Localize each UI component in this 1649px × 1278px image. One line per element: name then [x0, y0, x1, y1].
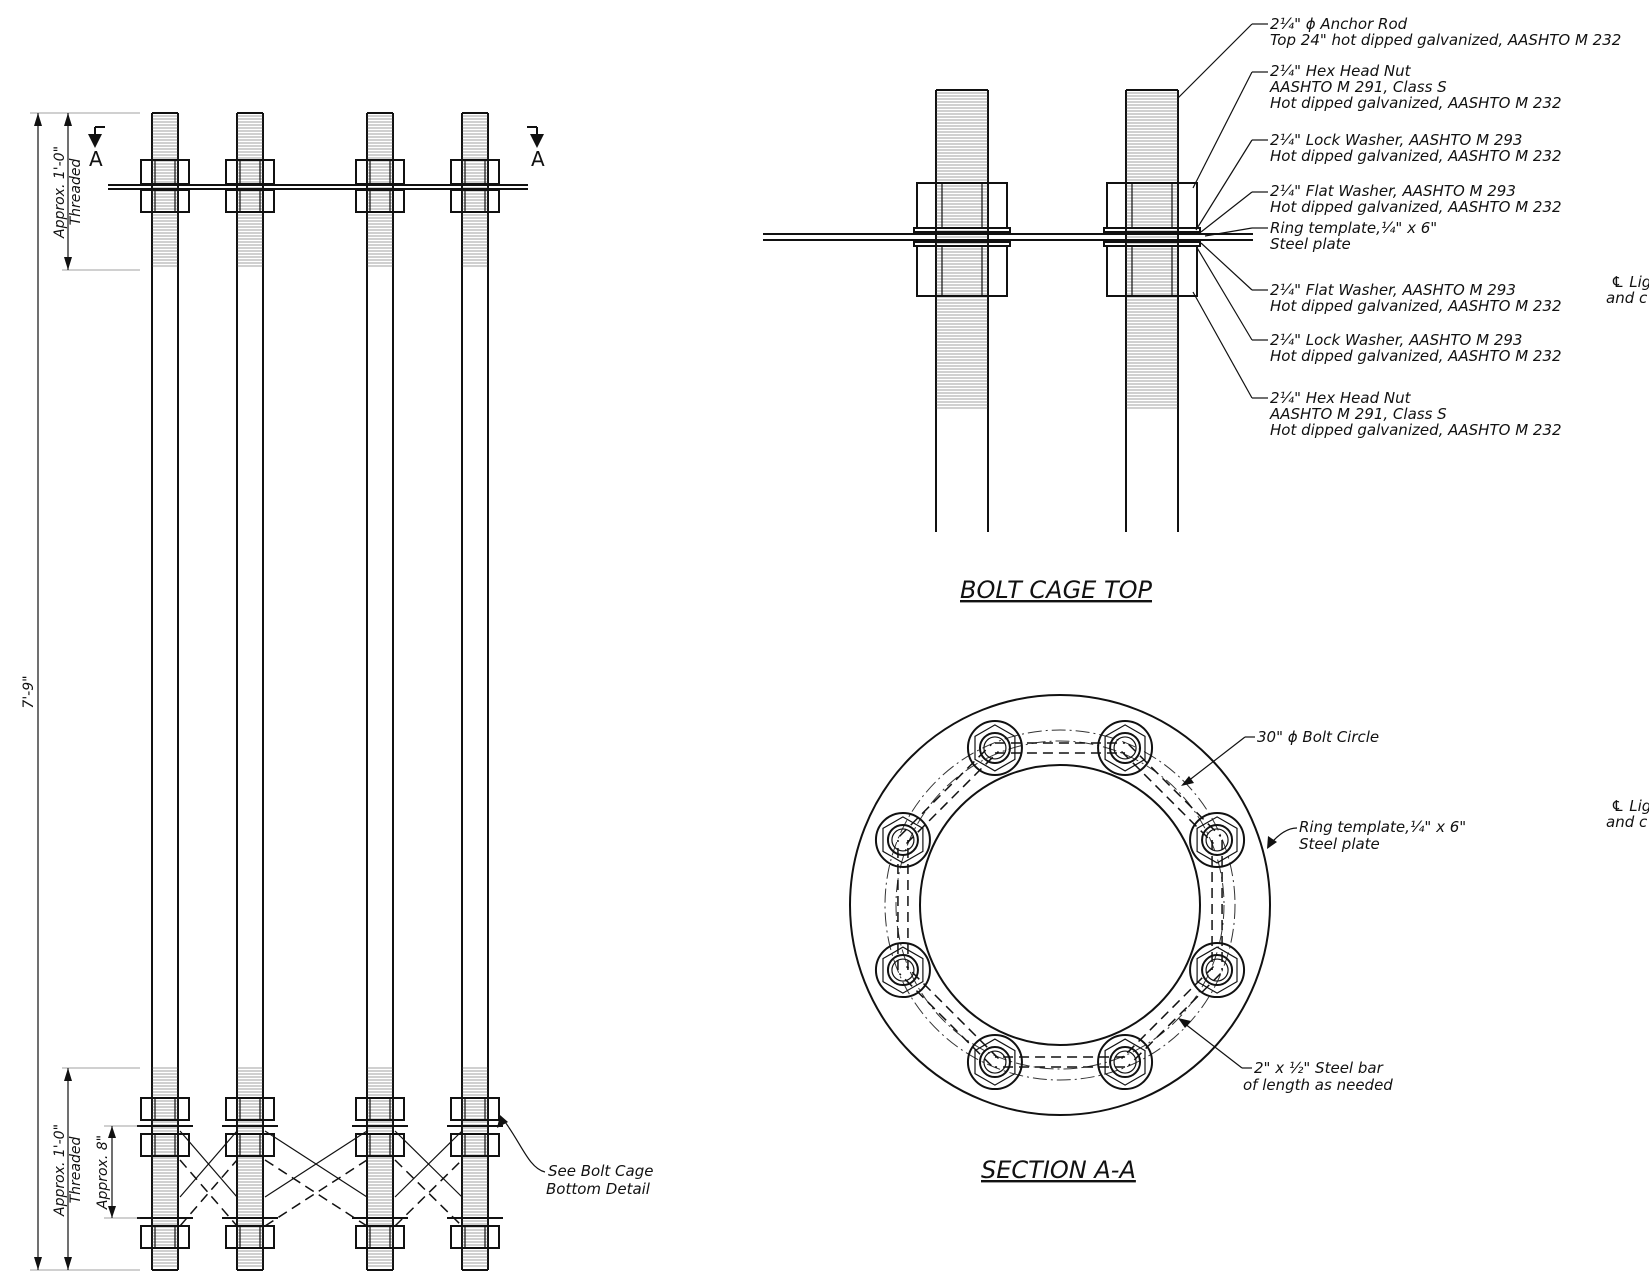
section-leaders	[1178, 736, 1298, 1069]
hex-nut	[355, 1133, 405, 1157]
steel-bar	[1120, 750, 1215, 845]
anchor-rod-1	[137, 112, 193, 1271]
svg-text:Hot dipped galvanized, AASHTO: Hot dipped galvanized, AASHTO M 232	[1270, 94, 1562, 112]
callout-steel-bar: 2" x ½" Steel bar	[1254, 1059, 1384, 1077]
overall-height-label: 7'-9"	[21, 675, 37, 708]
svg-text:Hot dipped galvanized, AASHTO: Hot dipped galvanized, AASHTO M 232	[1270, 297, 1562, 315]
callout-anchor-rod: 2¼" ϕ Anchor Rod	[1270, 15, 1408, 33]
section-bolt-5	[1097, 1034, 1154, 1091]
callout-ring-template-section: Ring template,¼" x 6"	[1299, 818, 1466, 836]
top-threaded-line-1: Approx. 1'-0"	[52, 146, 68, 239]
callout-hex-nut-top: 2¼" Hex Head Nut	[1270, 62, 1412, 80]
callout-bolt-circle: 30" ϕ Bolt Circle	[1257, 728, 1379, 746]
svg-text:Bottom Detail: Bottom Detail	[546, 1180, 651, 1198]
hex-nut	[225, 1097, 275, 1121]
bottom-spacing-label: Approx. 8"	[95, 1135, 111, 1210]
anchor-rod-3	[352, 112, 408, 1271]
hex-nut	[355, 159, 405, 185]
callout-hex-nut-bottom: 2¼" Hex Head Nut	[1270, 389, 1412, 407]
hex-nut	[225, 159, 275, 185]
svg-text:and c: and c	[1606, 289, 1648, 307]
hex-nut	[450, 1097, 500, 1121]
hex-nut	[140, 1097, 190, 1121]
top-threaded-dimension: Approx. 1'-0" Threaded	[52, 113, 140, 271]
bottom-threaded-line-2: Threaded	[68, 1137, 84, 1204]
hex-nut	[225, 1133, 275, 1157]
top-detail-leaders	[1177, 23, 1268, 399]
edge-note-2-line-1: ℄ Lig	[1611, 797, 1649, 815]
detail-hex-nut	[916, 245, 1008, 297]
bottom-threaded-line-1: Approx. 1'-0"	[52, 1124, 68, 1217]
detail-hex-nut	[1106, 182, 1198, 229]
svg-text:Hot dipped galvanized, AASHTO: Hot dipped galvanized, AASHTO M 232	[1270, 347, 1562, 365]
section-bolt-3	[1189, 811, 1246, 868]
section-bolt-7	[874, 942, 931, 999]
steel-bar-ties	[897, 742, 1223, 1068]
hex-nut	[450, 159, 500, 185]
callout-ring-template: Ring template,¼" x 6"	[1270, 219, 1437, 237]
section-aa-title: SECTION A-A	[981, 1156, 1136, 1184]
hex-nut	[140, 159, 190, 185]
top-detail-callout-text: 2¼" ϕ Anchor Rod Top 24" hot dipped galv…	[1269, 15, 1621, 439]
steel-bar	[905, 965, 1000, 1060]
detail-washer	[1103, 227, 1201, 233]
anchor-rod-4	[447, 112, 503, 1271]
bottom-threaded-dimension: Approx. 1'-0" Threaded	[52, 1067, 140, 1270]
svg-text:Steel plate: Steel plate	[1299, 835, 1380, 853]
detail-hex-nut	[1106, 245, 1198, 297]
section-bolt-1	[966, 719, 1023, 776]
top-threaded-line-2: Threaded	[68, 159, 84, 226]
overall-height-dimension: 7'-9"	[21, 112, 140, 1271]
bolt-circle-line	[884, 729, 1236, 1081]
section-bolt-2	[1097, 719, 1154, 776]
detail-hex-nut	[916, 182, 1008, 229]
hex-nut	[140, 1225, 190, 1249]
edge-notes: ℄ Lig and c ℄ Lig and c	[1606, 273, 1649, 831]
callout-lock-washer-top: 2¼" Lock Washer, AASHTO M 293	[1270, 131, 1522, 149]
bolt-cage-top-detail: 2¼" ϕ Anchor Rod Top 24" hot dipped galv…	[763, 15, 1621, 604]
svg-text:AASHTO M 291, Class S: AASHTO M 291, Class S	[1269, 405, 1447, 423]
section-anchor-rods	[874, 719, 1246, 1091]
svg-text:Top 24" hot dipped galvanized,: Top 24" hot dipped galvanized, AASHTO M …	[1270, 31, 1621, 49]
section-mark-right: A	[531, 147, 545, 171]
hex-nut	[140, 1133, 190, 1157]
hex-nut	[355, 1225, 405, 1249]
svg-text:See Bolt Cage: See Bolt Cage	[548, 1162, 653, 1180]
hex-nut	[450, 1225, 500, 1249]
bottom-cross-bracing	[179, 1130, 463, 1227]
svg-text:Hot dipped galvanized, AASHTO: Hot dipped galvanized, AASHTO M 232	[1270, 147, 1562, 165]
svg-text:Hot dipped galvanized, AASHTO: Hot dipped galvanized, AASHTO M 232	[1270, 198, 1562, 216]
callout-flat-washer-bottom: 2¼" Flat Washer, AASHTO M 293	[1270, 281, 1516, 299]
section-bolt-6	[966, 1034, 1023, 1091]
detail-anchor-rod-1	[913, 89, 1011, 532]
bolt-cage-elevation: 7'-9" Approx. 1'-0" Threaded Approx. 1'-…	[21, 112, 653, 1271]
hex-nut	[355, 1097, 405, 1121]
ring-outer-edge	[849, 694, 1271, 1116]
section-bolt-8	[874, 811, 931, 868]
svg-text:of length as needed: of length as needed	[1243, 1076, 1393, 1094]
detail-anchor-rod-2	[1103, 89, 1201, 532]
svg-text:AASHTO M 291, Class S: AASHTO M 291, Class S	[1269, 78, 1447, 96]
section-cut-marker-right: A	[527, 126, 545, 171]
callout-flat-washer-top: 2¼" Flat Washer, AASHTO M 293	[1270, 182, 1516, 200]
detail-washer	[913, 227, 1011, 233]
svg-text:Hot dipped galvanized, AASHTO: Hot dipped galvanized, AASHTO M 232	[1270, 421, 1562, 439]
svg-text:Steel plate: Steel plate	[1270, 235, 1351, 253]
anchor-rod-2	[222, 112, 278, 1271]
hex-nut	[225, 1225, 275, 1249]
section-bolt-4	[1189, 942, 1246, 999]
bolt-cage-top-title: BOLT CAGE TOP	[960, 576, 1153, 604]
bottom-spacing-dimension: Approx. 8"	[95, 1125, 140, 1219]
edge-note-1-line-1: ℄ Lig	[1611, 273, 1649, 291]
callout-lock-washer-bottom: 2¼" Lock Washer, AASHTO M 293	[1270, 331, 1522, 349]
ring-inner-edge	[919, 764, 1201, 1046]
section-mark-left: A	[89, 147, 103, 171]
hex-nut	[450, 1133, 500, 1157]
section-aa-detail: 30" ϕ Bolt Circle Ring template,¼" x 6" …	[849, 694, 1466, 1184]
svg-text:and c: and c	[1606, 813, 1648, 831]
bottom-detail-callout: See Bolt Cage Bottom Detail	[497, 1115, 653, 1198]
section-cut-marker-left: A	[88, 126, 105, 171]
